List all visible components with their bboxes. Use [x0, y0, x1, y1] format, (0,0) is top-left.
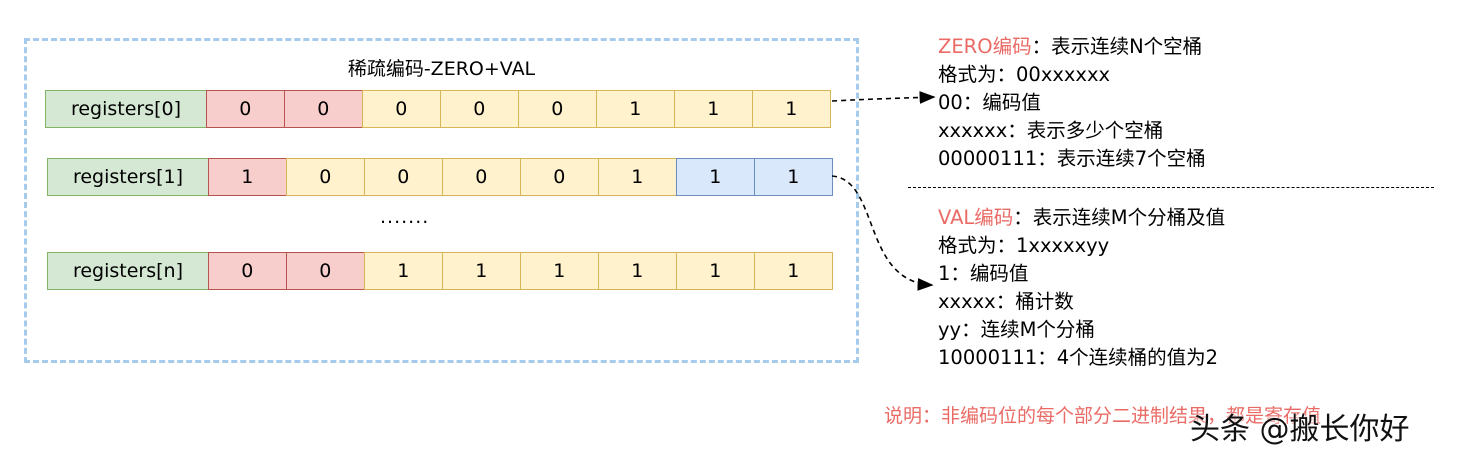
bit-cell: 1 [753, 158, 833, 196]
zero-note-line: xxxxxx：表示多少个空桶 [938, 119, 1164, 142]
arrow-to-zero-note [831, 91, 936, 104]
bit-cell: 1 [673, 90, 753, 128]
rows-ellipsis: ....... [380, 206, 430, 228]
val-note-line: 格式为：1xxxxxyy [938, 234, 1110, 257]
val-note-desc: ：表示连续M个分桶及值 [1013, 206, 1226, 229]
zero-note-desc: ：表示连续N个空桶 [1031, 35, 1203, 58]
zero-note-line: 00000111：表示连续7个空桶 [938, 147, 1206, 170]
bit-cell: 0 [519, 158, 599, 196]
diagram-frame [24, 38, 859, 363]
watermark: 头条 @搬长你好 [1190, 412, 1410, 447]
val-note-line: 1：编码值 [938, 262, 1029, 285]
val-note-line: yy：连续M个分桶 [938, 318, 1095, 341]
bit-cell: 1 [363, 252, 443, 290]
bit-cell: 1 [751, 90, 831, 128]
val-encoding-note: VAL编码：表示连续M个分桶及值 格式为：1xxxxxyy 1：编码值 xxxx… [938, 204, 1225, 372]
zero-note-line: 00：编码值 [938, 91, 1041, 114]
register-name: registers[n] [47, 252, 209, 290]
bit-cell: 0 [517, 90, 597, 128]
bit-cell: 1 [441, 252, 521, 290]
val-note-heading: VAL编码：表示连续M个分桶及值 [938, 204, 1225, 232]
bit-cell: 0 [285, 252, 365, 290]
bit-cell: 0 [283, 90, 363, 128]
val-note-line: 10000111：4个连续桶的值为2 [938, 346, 1219, 369]
val-note-line: xxxxx：桶计数 [938, 290, 1074, 313]
bit-cell: 0 [441, 158, 521, 196]
zero-note-heading: ZERO编码：表示连续N个空桶 [938, 33, 1206, 61]
bit-cell: 1 [207, 158, 287, 196]
notes-divider [908, 187, 1434, 188]
bit-cell: 1 [519, 252, 599, 290]
register-name: registers[1] [47, 158, 209, 196]
bit-cell: 1 [595, 90, 675, 128]
bit-cell: 1 [597, 158, 677, 196]
bit-cell: 0 [363, 158, 443, 196]
footnote: 说明：非编码位的每个部分二进制结果，都是寄存值 [884, 405, 1322, 427]
bit-cell: 0 [207, 252, 287, 290]
val-note-title: VAL编码 [938, 206, 1014, 229]
bit-cell: 1 [753, 252, 833, 290]
zero-note-line: 格式为：00xxxxxx [938, 63, 1111, 86]
diagram-title: 稀疏编码-ZERO+VAL [347, 58, 536, 80]
register-name: registers[0] [45, 90, 207, 128]
zero-encoding-note: ZERO编码：表示连续N个空桶 格式为：00xxxxxx 00：编码值 xxxx… [938, 33, 1206, 173]
arrow-to-val-note [831, 175, 934, 291]
zero-note-title: ZERO编码 [938, 35, 1032, 58]
bit-cell: 1 [675, 158, 755, 196]
bit-cell: 1 [597, 252, 677, 290]
